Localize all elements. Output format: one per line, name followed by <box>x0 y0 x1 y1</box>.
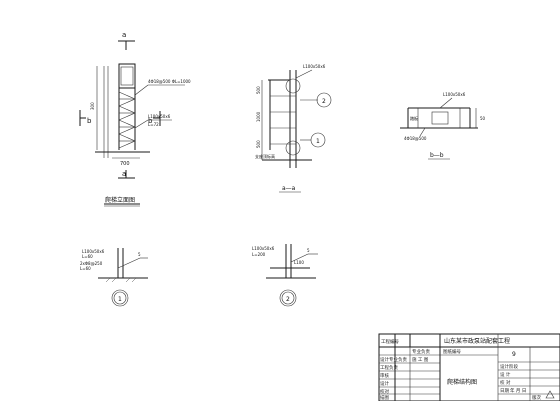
tb-sheet-no-label: 图纸编号 <box>443 348 461 355</box>
tb-stage: 施 工 图 <box>412 356 429 363</box>
section-mark-label-right: b <box>148 117 153 125</box>
tb-revision: 版次 <box>532 394 541 401</box>
d1-label-5: 5 <box>138 252 141 257</box>
leader <box>134 84 149 96</box>
detail-callout-1: 1 <box>118 296 122 303</box>
section-a-a: 500 1000 500 L100x50x6 2 1 支座顶标高 a—a <box>255 64 332 193</box>
ground-label: 支座顶标高 <box>255 153 275 159</box>
dim-2: 1000 <box>256 111 261 122</box>
tb-project-name: 山东某市政泵站配套工程 <box>444 337 510 345</box>
ladder-top-cage <box>118 63 136 89</box>
d1-label-1: L100x50x6 <box>82 249 105 254</box>
title-block-frame <box>378 333 560 401</box>
d1-label-3: 2xΦ8@250 <box>80 261 103 266</box>
ladder-top-cage-inner <box>120 66 134 86</box>
tb-date-value: 年 月 日 <box>510 387 526 394</box>
section-mark-label-bottom: a <box>122 170 126 178</box>
d1-label-4: L=60 <box>80 266 91 271</box>
tb-row-left-0: 设计专业负责 <box>380 356 407 363</box>
note-1: 4Φ18@500 ΦL=1000 <box>148 79 191 84</box>
tread-box <box>431 111 449 125</box>
d2-label-2: L=200 <box>252 252 266 257</box>
tb-row-left-2: 审核 <box>380 372 389 379</box>
tb-mid-label-0: 专业负责 <box>412 348 430 355</box>
callout-1: 1 <box>316 138 320 145</box>
tb-row-left-5: 描图 <box>380 394 389 401</box>
detail-callout-circle-1 <box>111 289 129 307</box>
note-2: L100x50x6 <box>148 114 171 119</box>
tb-mid-label-2: 设计阶段 <box>500 363 518 370</box>
ladder-elevation: a 700 b b 300 4Φ18@500 ΦL=1000 <box>79 31 191 207</box>
d1-label-2: L=60 <box>82 254 93 259</box>
detail-circle <box>285 78 301 94</box>
tb-row-left-3: 设计 <box>380 380 389 387</box>
tb-mid-label-4: 设 计 <box>500 371 511 378</box>
title-block: 工程编号 山东某市政泵站配套工程 专业负责 图纸编号 9 施 工 图 设计专业负… <box>378 333 560 401</box>
d2-label-3: L100 <box>294 260 304 265</box>
revision-triangle-icon <box>545 390 555 399</box>
leader <box>134 119 149 129</box>
weld-line <box>117 257 141 269</box>
ladder-rungs <box>118 91 136 149</box>
b-label-2: 踏板 <box>410 115 418 121</box>
tb-project-code: 工程编号 <box>381 338 399 345</box>
label-top: L100x50x6 <box>303 64 326 69</box>
callout-circle-1 <box>310 132 326 148</box>
detail-callout-2: 2 <box>286 296 290 303</box>
leader <box>295 69 313 79</box>
tb-mid-label-1: 校 对 <box>500 379 511 386</box>
tb-row-left-1: 工程负责 <box>380 364 398 371</box>
callout-2: 2 <box>322 98 326 105</box>
tb-row-left-4: 校对 <box>380 388 389 395</box>
section-b-b: L100x50x6 踏板 4Φ18@500 50 b—b <box>400 92 486 160</box>
note-3: L=72 <box>148 122 159 127</box>
detail-circle <box>285 140 301 156</box>
section-mark-label-left: b <box>87 117 92 125</box>
leader <box>419 127 426 137</box>
tb-sheet-no: 9 <box>512 351 516 358</box>
drawing-2-title: a—a <box>282 185 296 192</box>
tb-date-label: 日期 <box>500 388 509 394</box>
detail-2: 5 L100x50x6 L=200 L100 2 <box>252 244 318 307</box>
detail-callout-inner-1 <box>113 291 127 305</box>
detail-callout-circle-2 <box>279 289 297 307</box>
detail-1: 5 L100x50x6 L=60 2xΦ8@250 L=60 1 <box>80 248 148 307</box>
drawing-1-title: 爬梯立面图 <box>105 196 135 204</box>
dim-3: 500 <box>256 140 261 148</box>
hatch <box>125 277 131 283</box>
dim-right: 300 <box>90 102 95 110</box>
hatch <box>131 277 137 283</box>
d2-label-1: L100x50x6 <box>252 246 275 251</box>
b-label-3: 4Φ18@500 <box>404 136 427 141</box>
weld-line <box>290 253 309 263</box>
hatch <box>105 277 111 283</box>
dim-bottom: 700 <box>120 161 130 167</box>
hatch <box>111 277 117 283</box>
dim-1: 500 <box>256 86 261 94</box>
tb-drawing-title: 爬梯结构图 <box>447 378 477 386</box>
section-mark-label-top: a <box>122 31 126 39</box>
detail-callout-inner-2 <box>281 291 295 305</box>
b-label-1: L100x50x6 <box>443 92 466 97</box>
b-dim-right: 50 <box>480 116 486 121</box>
drawing-3-title: b—b <box>430 152 444 159</box>
callout-circle-2 <box>316 92 332 108</box>
d2-label-4: 5 <box>307 248 310 253</box>
leader <box>439 97 453 109</box>
